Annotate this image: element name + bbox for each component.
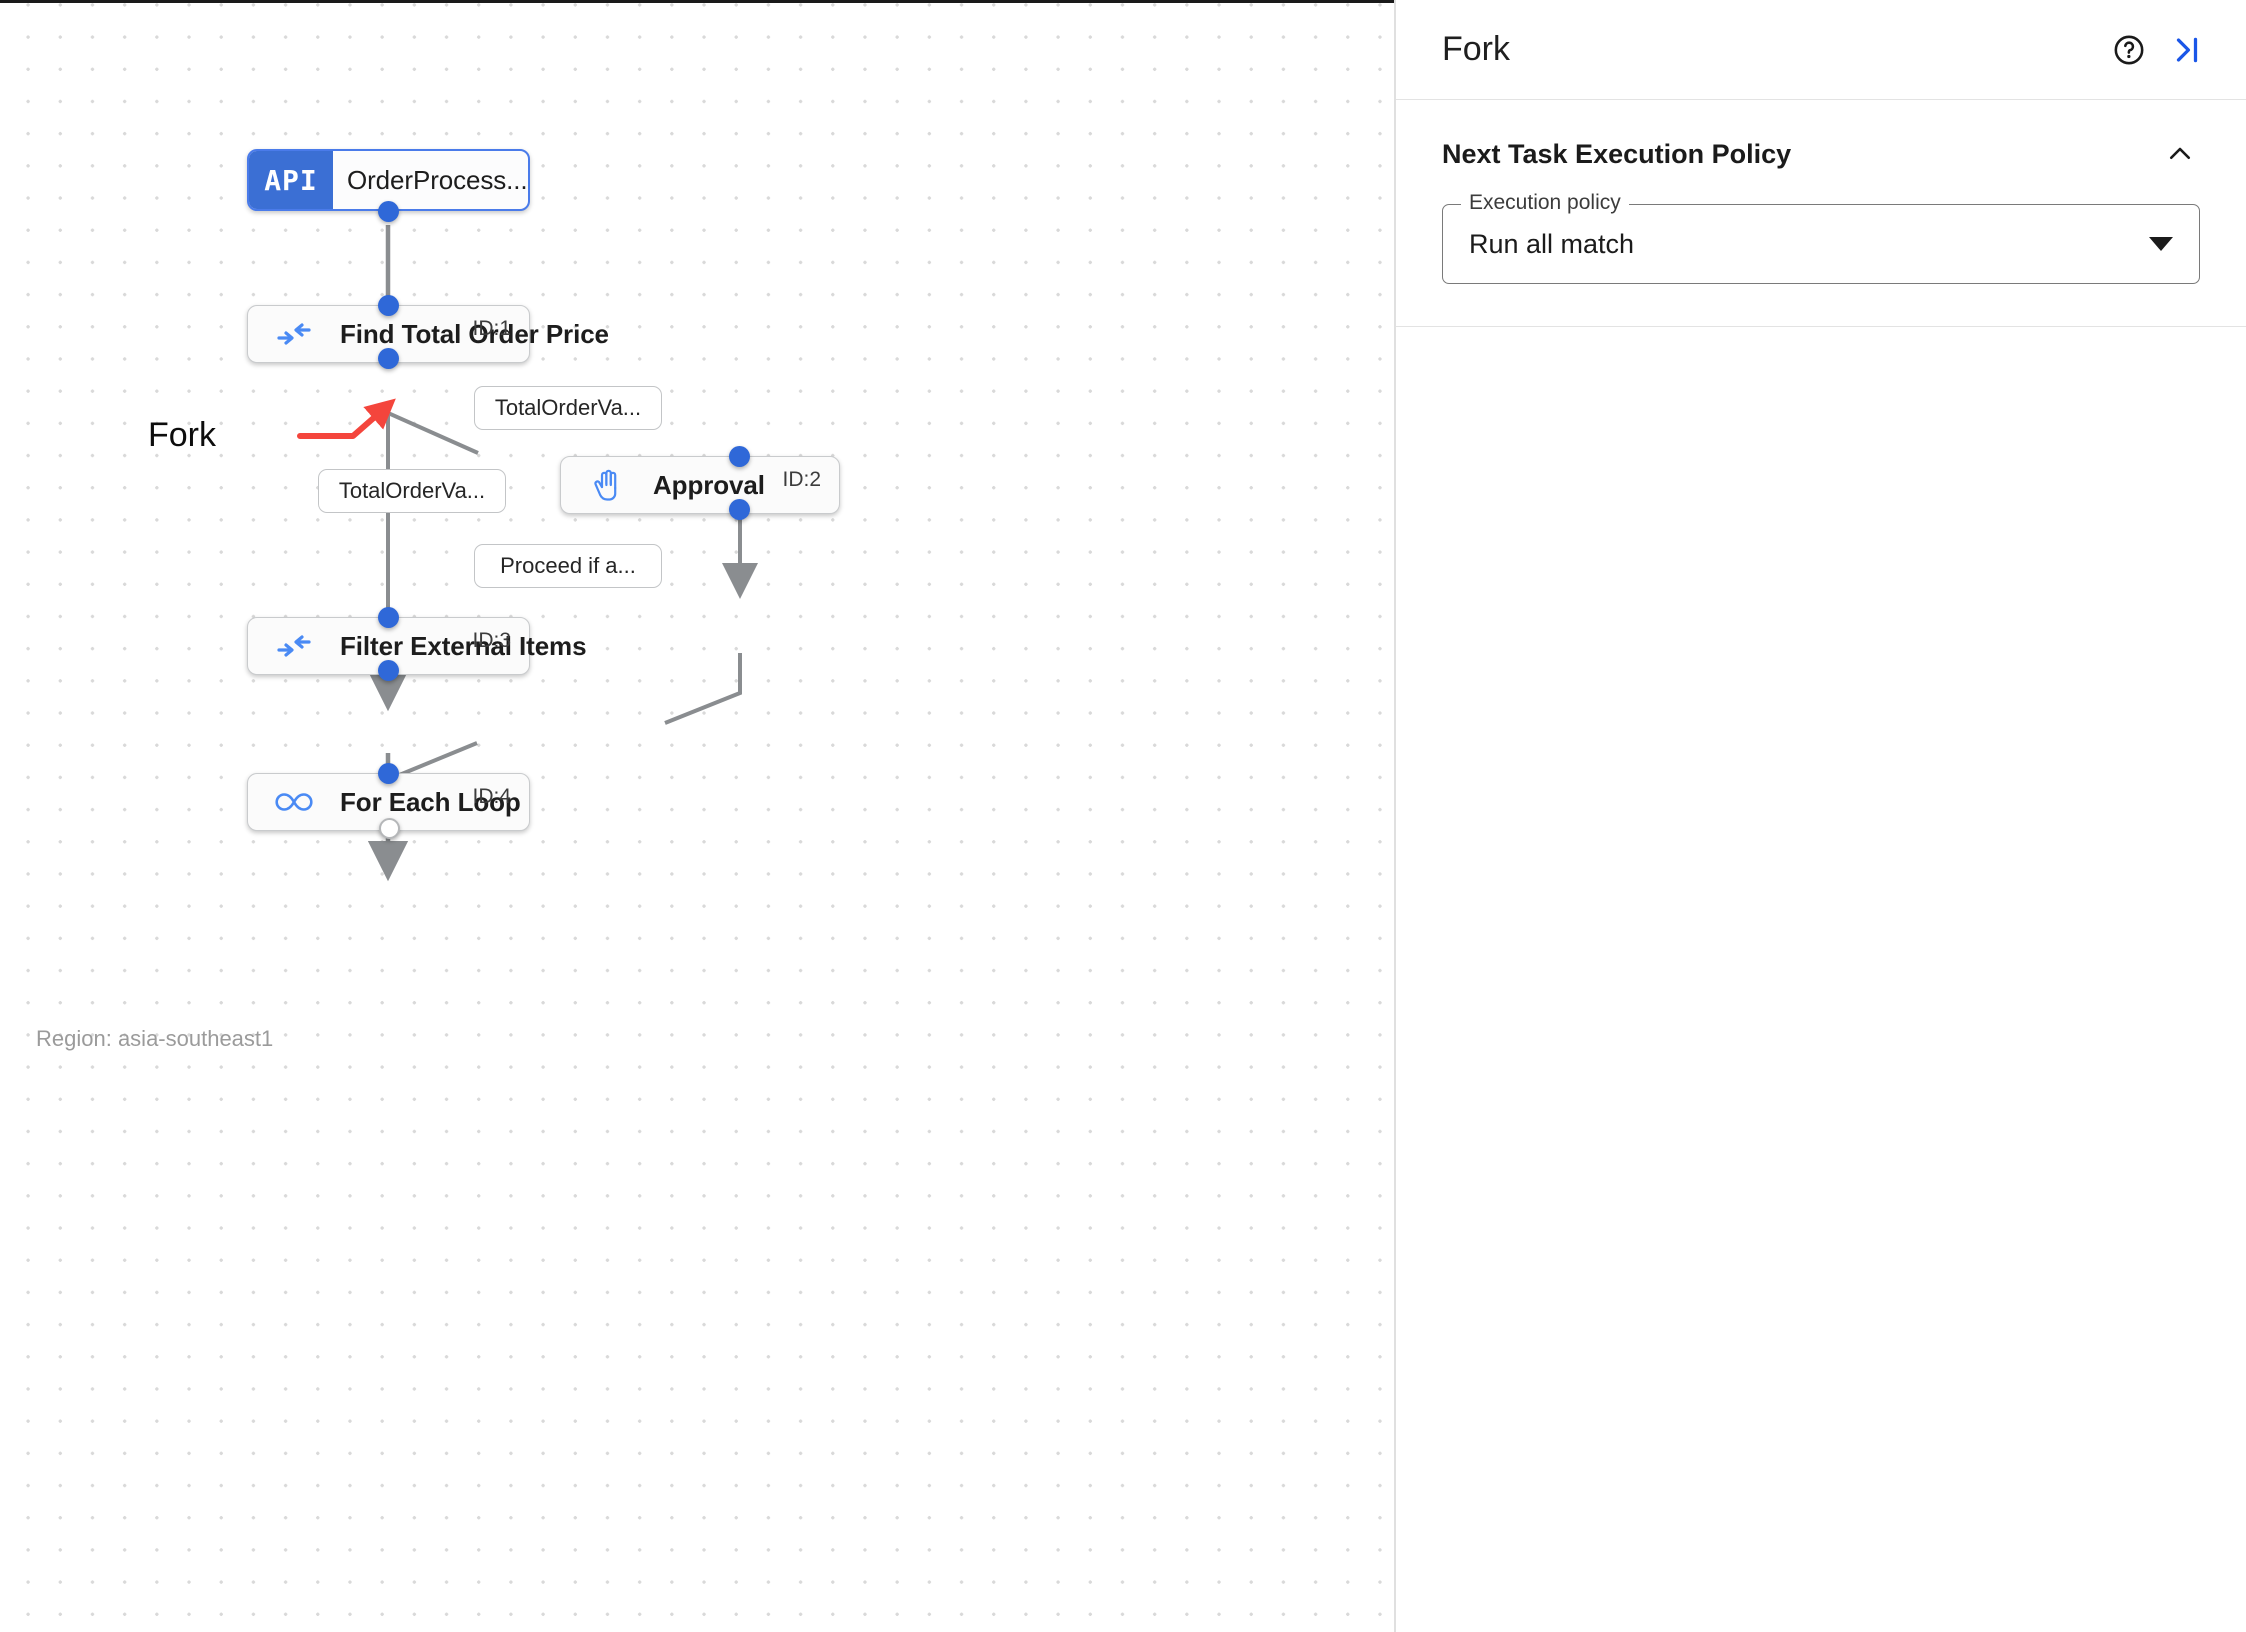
execution-policy-value: Run all match — [1469, 228, 1635, 259]
connector-out-find-total-order-price[interactable] — [378, 348, 399, 369]
chevron-up-icon[interactable] — [2160, 134, 2200, 174]
node-title: For Each Loop — [340, 786, 521, 817]
connector-out-orderprocess[interactable] — [378, 201, 399, 222]
node-id-badge: ID:1 — [472, 317, 511, 340]
edge-label-totalordervalue-right[interactable]: TotalOrderVa... — [474, 386, 662, 430]
connector-out-filter-external-items[interactable] — [378, 660, 399, 681]
converging-arrows-icon — [248, 306, 340, 362]
node-title: Find Total Order Price — [340, 318, 609, 349]
edge-label-text: TotalOrderVa... — [338, 478, 486, 503]
node-title: OrderProcess... — [347, 164, 528, 195]
execution-policy-legend: Execution policy — [1461, 191, 1629, 215]
workflow-canvas[interactable]: API OrderProcess... Find Total Order Pri… — [0, 3, 1396, 1632]
execution-policy-select[interactable]: Execution policy Run all match — [1442, 191, 2200, 284]
node-title: Filter External Items — [340, 630, 587, 661]
annotation-label-fork: Fork — [148, 416, 216, 454]
connector-in-approval[interactable] — [729, 446, 750, 467]
api-badge-icon: API — [249, 151, 333, 209]
edge-label-totalordervalue-left[interactable]: TotalOrderVa... — [318, 469, 506, 513]
next-task-execution-policy-section: Next Task Execution Policy Execution pol… — [1396, 100, 2246, 327]
panel-title: Fork — [1442, 30, 1510, 68]
node-approval[interactable]: Approval ID:2 — [560, 456, 840, 514]
connector-in-for-each-loop[interactable] — [378, 763, 399, 784]
section-header[interactable]: Next Task Execution Policy — [1442, 134, 2200, 174]
node-orderprocess[interactable]: API OrderProcess... — [247, 149, 530, 211]
help-circle-icon[interactable] — [2100, 21, 2158, 79]
node-title: Approval — [653, 469, 765, 500]
section-title: Next Task Execution Policy — [1442, 138, 1792, 169]
node-id-badge: ID:4 — [472, 785, 511, 808]
edge-label-text: Proceed if a... — [500, 553, 636, 578]
converging-arrows-icon — [248, 618, 340, 674]
node-id-badge: ID:2 — [782, 468, 821, 491]
panel-header: Fork — [1396, 0, 2246, 100]
edge-label-text: TotalOrderVa... — [494, 395, 642, 420]
infinity-icon — [248, 774, 340, 830]
edge-label-proceed-if-approved[interactable]: Proceed if a... — [474, 544, 662, 588]
collapse-right-icon[interactable] — [2158, 21, 2216, 79]
top-rule — [0, 0, 1396, 3]
connector-out-for-each-loop[interactable] — [379, 818, 400, 839]
node-id-badge: ID:3 — [472, 629, 511, 652]
connector-in-filter-external-items[interactable] — [378, 607, 399, 628]
api-badge-label: API — [249, 151, 333, 209]
region-caption: Region: asia-southeast1 — [36, 1026, 274, 1051]
chevron-down-icon[interactable] — [2149, 237, 2173, 251]
connector-in-find-total-order-price[interactable] — [378, 295, 399, 316]
edge-layer — [297, 225, 758, 882]
hand-icon — [561, 457, 653, 513]
connector-out-approval[interactable] — [729, 499, 750, 520]
canvas-panel-divider — [1394, 0, 1396, 1632]
properties-panel: Fork Next Task Execution Policy — [1396, 0, 2246, 1632]
